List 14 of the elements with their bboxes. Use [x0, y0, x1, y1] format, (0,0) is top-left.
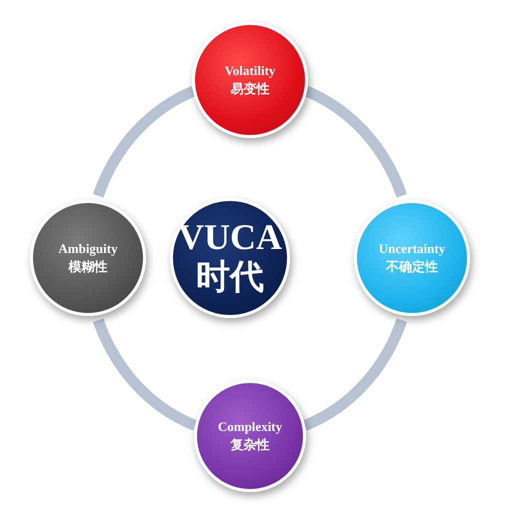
ring-segment	[93, 86, 196, 198]
subtitle: 易变性	[230, 80, 270, 99]
ring-segment	[302, 318, 407, 431]
heading: Ambiguity	[58, 240, 118, 258]
heading: VUCA	[178, 218, 282, 258]
heading: Complexity	[218, 418, 282, 436]
subtitle: 不确定性	[386, 258, 438, 277]
ring-segment	[93, 318, 198, 431]
subtitle: 复杂性	[230, 437, 270, 455]
subtitle: 时代	[196, 257, 264, 298]
heading: Uncertainty	[378, 240, 446, 258]
heading: Volatility	[224, 62, 276, 80]
subtitle: 模糊性	[68, 259, 108, 277]
ring-segment	[304, 86, 407, 198]
